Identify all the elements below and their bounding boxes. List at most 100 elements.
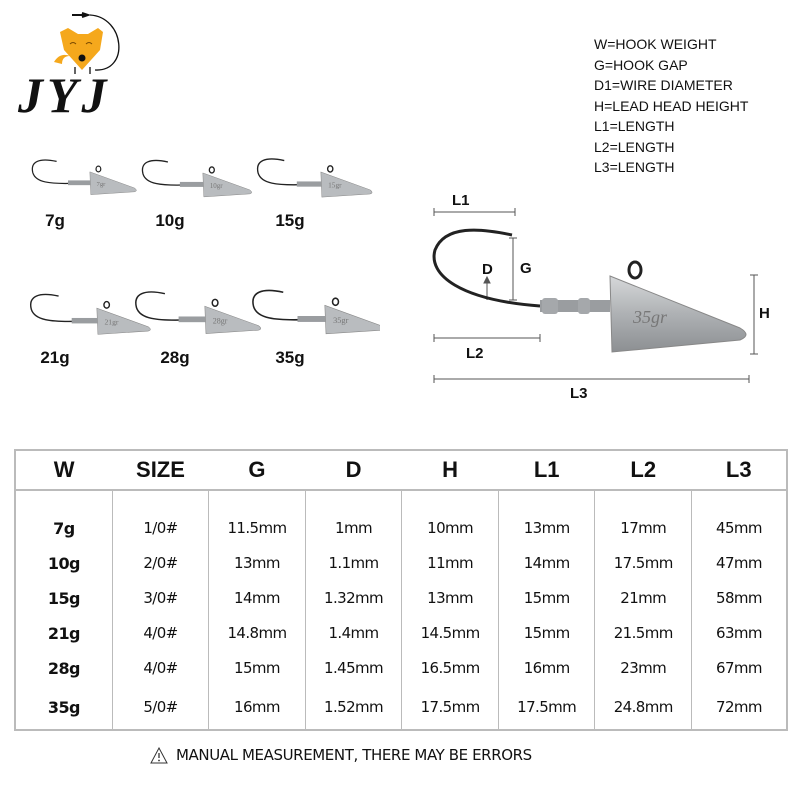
- legend-item: L2=LENGTH: [594, 138, 675, 155]
- table-cell: 1.32mm: [324, 589, 384, 607]
- dimension-lines: [433, 208, 758, 383]
- weight-label: 28g: [160, 348, 190, 367]
- table-cell: 1/0#: [143, 519, 178, 537]
- thumbnail-stamp: 35gr: [333, 316, 348, 325]
- table-column: 45mm 47mm 58mm 63mm 67mm 72mm: [691, 490, 787, 730]
- table-cell: 45mm: [716, 519, 763, 537]
- table-cell: 7g: [53, 519, 75, 538]
- table-cell: 13mm: [523, 519, 571, 537]
- table-cell: 1.52mm: [324, 698, 384, 716]
- legend-item: W=HOOK WEIGHT: [594, 36, 717, 52]
- table-cell: 15mm: [523, 624, 571, 642]
- table-cell: 17mm: [620, 519, 667, 537]
- column-header: D: [305, 450, 402, 491]
- table-cell: 3/0#: [143, 589, 178, 607]
- table-cell: 11.5mm: [227, 519, 287, 537]
- table-column: 11.5mm 13mm 14mm 14.8mm 15mm 16mm: [208, 490, 306, 730]
- table-cell: 4/0#: [143, 659, 178, 677]
- jig-head-thumbnail: 28gr: [135, 291, 261, 334]
- fox-logo-icon: [54, 12, 120, 74]
- jig-head-thumbnail: 35gr: [252, 289, 380, 335]
- thumbnail-stamp: 28gr: [213, 316, 228, 325]
- table-column: 10mm 11mm 13mm 14.5mm 16.5mm 17.5mm: [401, 490, 499, 730]
- table-column: 1mm 1.1mm 1.32mm 1.4mm 1.45mm 1.52mm: [304, 490, 402, 730]
- table-cell: 16.5mm: [420, 659, 481, 677]
- jig-head-thumbnail: 21gr: [29, 293, 151, 335]
- weight-label: 15g: [275, 211, 305, 230]
- table-cell: 21.5mm: [613, 624, 674, 642]
- table-cell: 2/0#: [143, 554, 178, 572]
- weight-label: 10g: [155, 211, 185, 230]
- table-cell: 17.5mm: [517, 698, 577, 716]
- table-cell: 23mm: [620, 659, 667, 677]
- table-cell: 10g: [47, 554, 81, 573]
- column-header: L2: [594, 450, 692, 491]
- table-cell: 14mm: [234, 589, 281, 607]
- table-cell: 17.5mm: [420, 698, 481, 716]
- table-cell: 16mm: [234, 698, 281, 716]
- warning-triangle-icon: [150, 746, 168, 763]
- table-cell: 10mm: [427, 519, 474, 537]
- weight-label: 7g: [45, 211, 65, 230]
- thumbnail-stamp: 15gr: [328, 181, 342, 190]
- thumbnail-stamp: 7gr: [96, 181, 106, 188]
- label-l2: L2: [466, 345, 484, 362]
- label-g: G: [520, 260, 532, 277]
- table-cell: 13mm: [234, 554, 281, 572]
- table-cell: 16mm: [523, 659, 571, 677]
- table-cell: 24.8mm: [613, 698, 674, 716]
- table-cell: 5/0#: [143, 698, 178, 716]
- weight-label: 21g: [40, 348, 70, 367]
- column-header: G: [208, 450, 306, 491]
- table-cell: 4/0#: [143, 624, 178, 642]
- thumbnail-stamp: 10gr: [210, 182, 223, 190]
- legend-item: G=HOOK GAP: [594, 56, 688, 73]
- jig-head-thumbnail: 7gr: [31, 159, 137, 195]
- table-cell: 11mm: [427, 554, 474, 572]
- table-column: 13mm 14mm 15mm 15mm 16mm 17.5mm: [497, 490, 595, 730]
- table-cell: 28g: [47, 659, 81, 678]
- label-l3: L3: [570, 385, 588, 400]
- table-cell: 1.4mm: [328, 624, 379, 642]
- warning-note: MANUAL MEASUREMENT, THERE MAY BE ERRORS: [150, 746, 532, 764]
- table-cell: 17.5mm: [613, 554, 674, 572]
- table-cell: 15mm: [523, 589, 571, 607]
- table-cell: 14.8mm: [227, 624, 287, 642]
- table-column: 1/0# 2/0# 3/0# 4/0# 4/0# 5/0#: [111, 490, 209, 730]
- table-cell: 72mm: [716, 698, 763, 716]
- table-cell: 15mm: [234, 659, 281, 677]
- label-h: H: [759, 305, 770, 322]
- table-cell: 63mm: [716, 624, 763, 642]
- label-d: D: [482, 261, 493, 278]
- table-cell: 14.5mm: [420, 624, 481, 642]
- table-cell: 58mm: [716, 589, 763, 607]
- table-cell: 67mm: [716, 659, 763, 677]
- table-cell: 47mm: [716, 554, 763, 572]
- table-cell: 15g: [47, 589, 81, 608]
- dimension-legend: W=HOOK WEIGHT G=HOOK GAP D1=WIRE DIAMETE…: [594, 34, 748, 178]
- thumbnail-stamp: 21gr: [104, 318, 118, 327]
- warning-text: MANUAL MEASUREMENT, THERE MAY BE ERRORS: [176, 746, 532, 764]
- table-cell: 1.45mm: [324, 659, 384, 677]
- diagram-stamp: 35gr: [632, 307, 668, 327]
- label-l1: L1: [452, 192, 470, 209]
- column-header: L1: [498, 450, 595, 491]
- jig-head-thumbnail: 15gr: [256, 158, 373, 198]
- legend-item: D1=WIRE DIAMETER: [594, 77, 733, 93]
- column-header: L3: [691, 450, 787, 491]
- table-cell: 13mm: [427, 589, 474, 607]
- table-cell: 14mm: [523, 554, 571, 572]
- brand-logo-text: JYJ: [18, 67, 111, 123]
- weight-label: 35g: [275, 348, 305, 367]
- column-header: W: [15, 450, 113, 491]
- table-cell: 1.1mm: [328, 554, 379, 572]
- column-header: H: [401, 450, 499, 491]
- table-cell: 1mm: [335, 519, 373, 537]
- table-cell: 35g: [47, 698, 81, 717]
